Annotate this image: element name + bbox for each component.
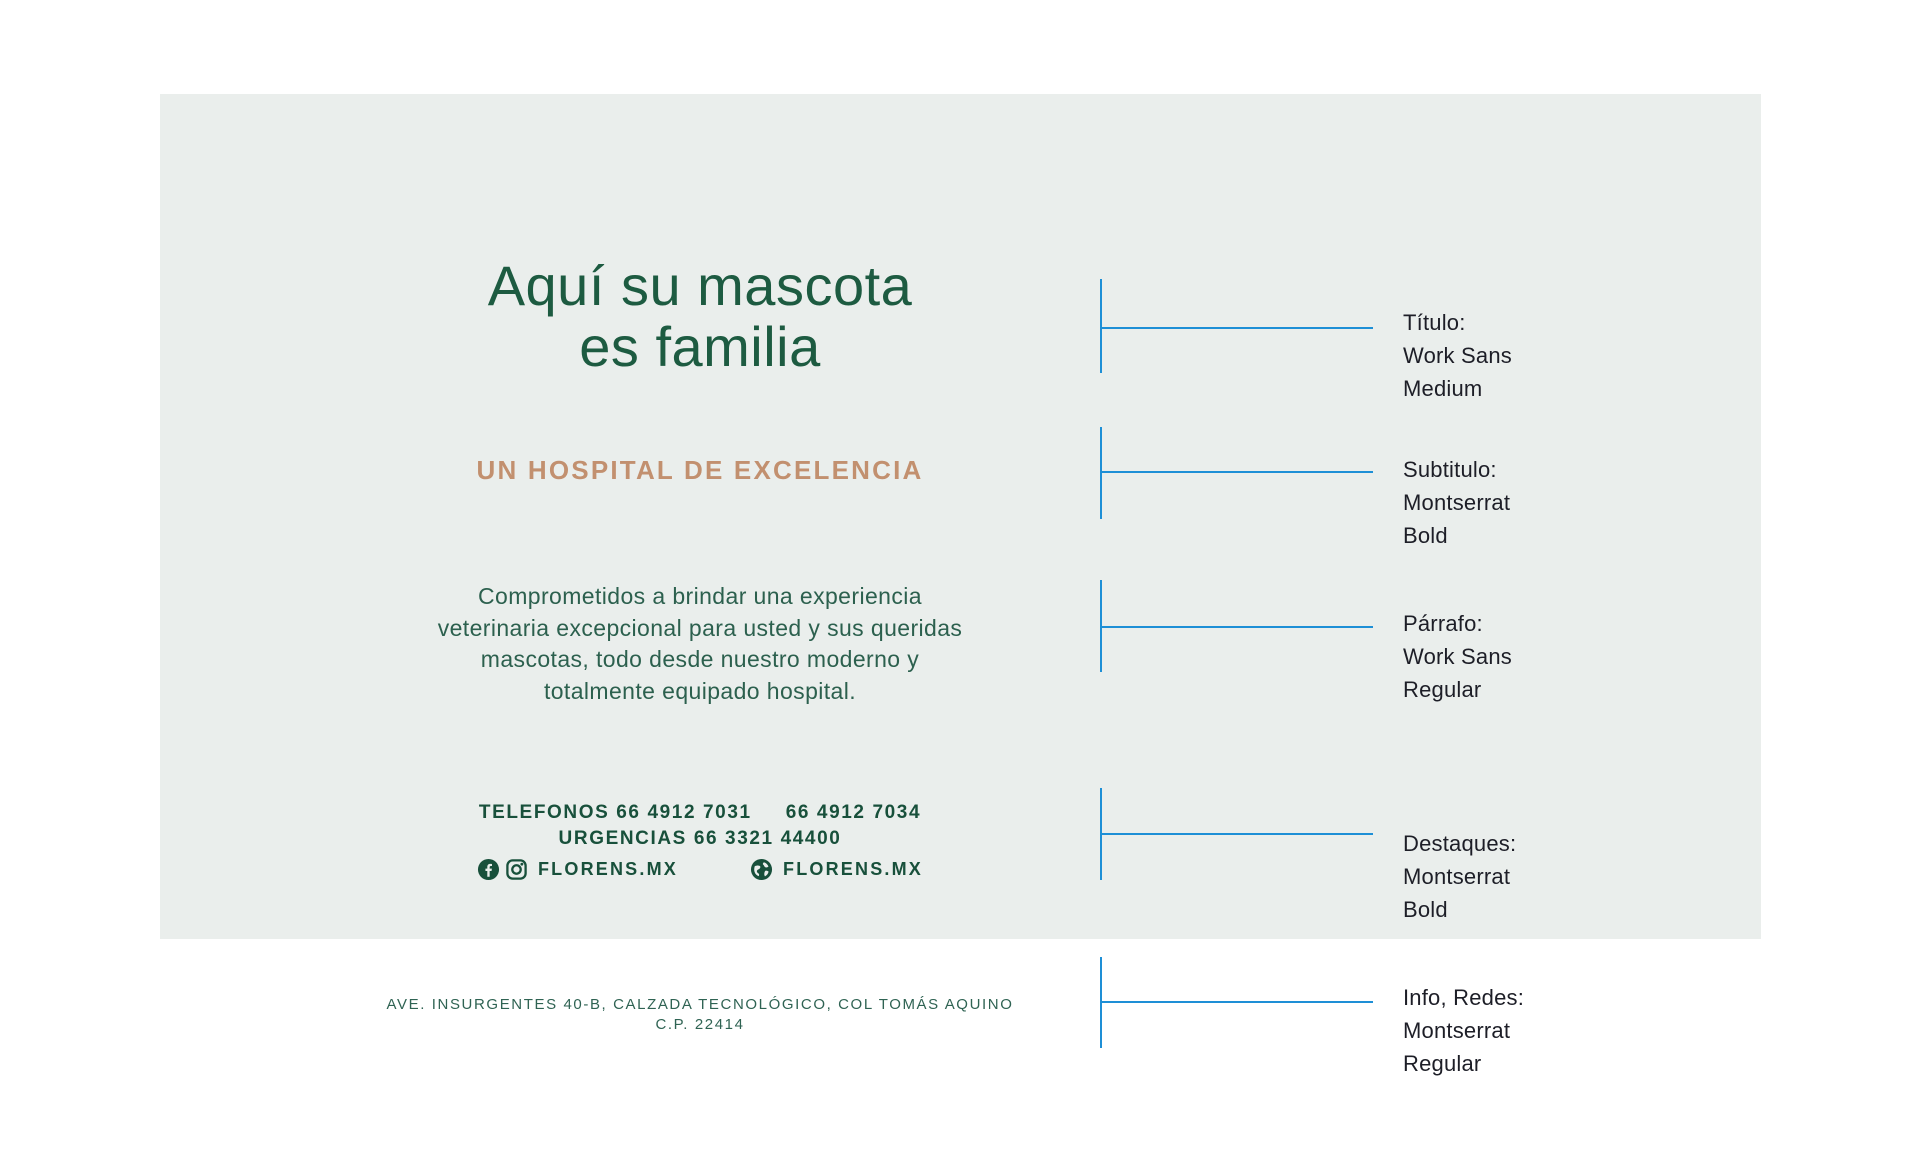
- annotation-label: Info, Redes:: [1403, 985, 1525, 1010]
- brand-subtitle: UN HOSPITAL DE EXCELENCIA: [476, 455, 924, 485]
- callout-horizontal-line-info-redes: [1100, 1001, 1373, 1003]
- annotation-font: Work Sans: [1403, 343, 1512, 368]
- annotation-weight: Medium: [1403, 376, 1483, 401]
- instagram-icon: [506, 859, 527, 880]
- annotation-font: Work Sans: [1403, 644, 1512, 669]
- callout-horizontal-line-parrafo: [1100, 626, 1373, 628]
- phone-numbers: TELEFONOS 66 4912 7031 66 4912 7034 URGE…: [160, 800, 1240, 852]
- callout-horizontal-line-titulo: [1100, 327, 1373, 329]
- brand-title-line-1: Aquí su mascota: [487, 254, 913, 317]
- social-row: FLORENS.MX FLORENS.MX: [160, 858, 1240, 881]
- phone-urgencias: URGENCIAS 66 3321 44400: [558, 828, 842, 849]
- address-line-2: C.P. 22414: [655, 1016, 745, 1033]
- callout-vertical-line-subtitulo: [1100, 427, 1102, 519]
- annotation-parrafo: Párrafo: Work Sans Regular: [1403, 607, 1512, 706]
- annotation-label: Párrafo:: [1403, 611, 1483, 636]
- annotation-label: Título:: [1403, 310, 1466, 335]
- website-url: FLORENS.MX: [783, 859, 924, 879]
- phone-telefonos: TELEFONOS 66 4912 7031: [478, 802, 752, 823]
- spec-sheet-panel: [160, 94, 1761, 939]
- annotation-weight: Bold: [1403, 523, 1448, 548]
- annotation-titulo: Título: Work Sans Medium: [1403, 306, 1512, 405]
- social-icons: [477, 858, 528, 881]
- annotation-font: Montserrat: [1403, 490, 1511, 515]
- annotation-label: Destaques:: [1403, 831, 1517, 856]
- annotation-subtitulo: Subtitulo: Montserrat Bold: [1403, 453, 1510, 552]
- website-group: FLORENS.MX: [750, 858, 923, 881]
- paragraph-line: totalmente equipado hospital.: [543, 677, 857, 704]
- annotation-weight: Regular: [1403, 1051, 1482, 1076]
- phone-line-1: TELEFONOS 66 4912 7031 66 4912 7034: [160, 800, 1240, 826]
- brand-title-line-2: es familia: [579, 315, 821, 378]
- annotation-weight: Regular: [1403, 677, 1482, 702]
- annotation-font: Montserrat: [1403, 1018, 1511, 1043]
- brand-title: Aquí su mascota es familia: [160, 255, 1240, 377]
- facebook-icon: [477, 858, 500, 881]
- annotation-weight: Bold: [1403, 897, 1448, 922]
- callout-horizontal-line-destaques: [1100, 833, 1373, 835]
- brand-paragraph: Comprometidos a brindar una experiencia …: [160, 581, 1240, 707]
- annotation-info-redes: Info, Redes: Montserrat Regular: [1403, 981, 1524, 1080]
- callout-vertical-line-titulo: [1100, 279, 1102, 373]
- social-media-group: FLORENS.MX: [477, 858, 678, 881]
- annotation-destaques: Destaques: Montserrat Bold: [1403, 827, 1516, 926]
- paragraph-line: mascotas, todo desde nuestro moderno y: [480, 646, 920, 672]
- paragraph-line: veterinaria excepcional para usted y sus…: [437, 614, 963, 641]
- social-handle: FLORENS.MX: [537, 859, 678, 879]
- address-block: AVE. INSURGENTES 40-B, CALZADA TECNOLÓGI…: [160, 995, 1240, 1035]
- annotation-label: Subtitulo:: [1403, 457, 1497, 482]
- paragraph-line: Comprometidos a brindar una experiencia: [478, 583, 922, 609]
- address-line-1: AVE. INSURGENTES 40-B, CALZADA TECNOLÓGI…: [386, 996, 1014, 1013]
- annotation-font: Montserrat: [1403, 864, 1511, 889]
- callout-horizontal-line-subtitulo: [1100, 471, 1373, 473]
- phone-secondary: 66 4912 7034: [785, 802, 922, 823]
- globe-icon: [750, 858, 773, 881]
